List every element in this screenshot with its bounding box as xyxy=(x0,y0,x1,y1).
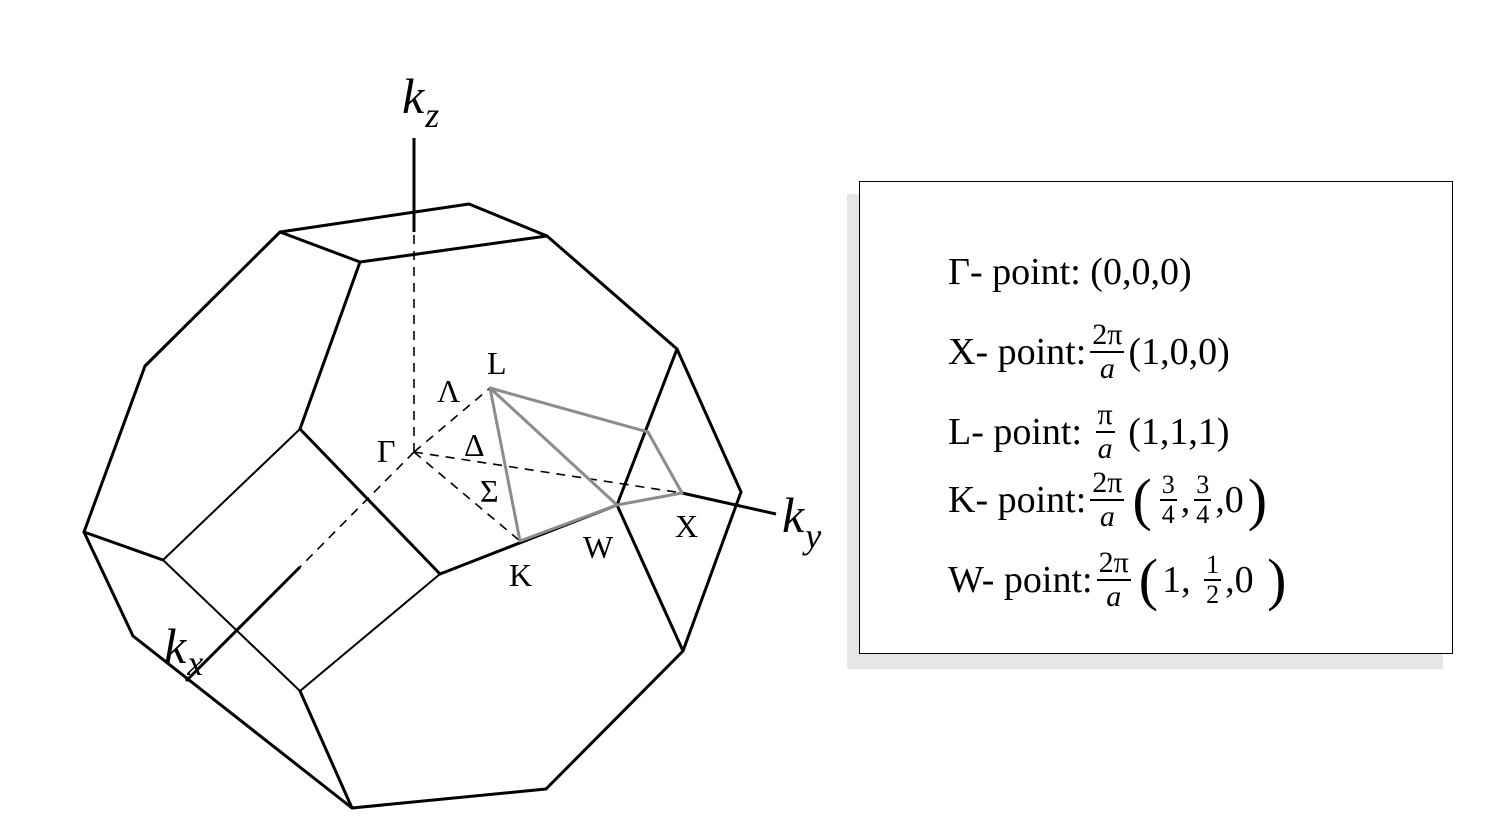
sigma-label: Σ xyxy=(480,473,499,509)
axes xyxy=(184,138,777,683)
k-point-label: K xyxy=(509,557,532,593)
x-point-label: X xyxy=(675,508,698,544)
hidden-edges xyxy=(299,230,683,568)
w-point-label: W xyxy=(583,529,614,565)
kz-label: kz xyxy=(402,68,439,135)
legend-gamma-row: Γ- point: (0,0,0) xyxy=(948,251,1192,293)
zone-edges xyxy=(82,202,743,810)
ky-label: ky xyxy=(782,487,821,556)
symmetry-path xyxy=(488,386,684,543)
ky-axis xyxy=(681,491,777,516)
lambda-label: Λ xyxy=(437,373,460,409)
l-point-label: L xyxy=(487,345,507,381)
kx-axis xyxy=(184,565,302,683)
kx-label: kx xyxy=(164,618,203,683)
delta-label: Δ xyxy=(464,427,485,463)
gamma-point-label: Γ xyxy=(377,433,396,469)
